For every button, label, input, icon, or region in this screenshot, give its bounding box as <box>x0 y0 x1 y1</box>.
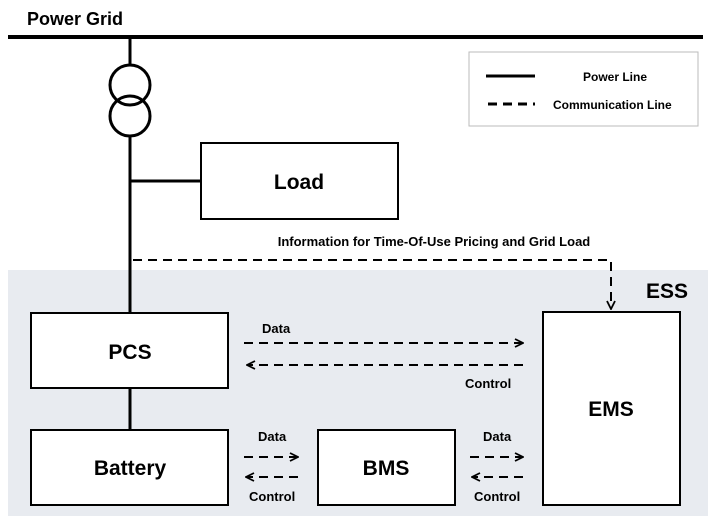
ems-box <box>542 311 681 506</box>
pcs-label: PCS <box>108 341 151 364</box>
bms-box <box>317 429 456 506</box>
pcs-box <box>30 312 229 389</box>
transformer-coil-top <box>108 63 152 107</box>
pcs-ems-control-label: Control <box>465 376 511 391</box>
bms-ems-data-label: Data <box>483 429 512 444</box>
legend-communication-line-label: Communication Line <box>553 98 672 112</box>
battery-box <box>30 429 229 506</box>
bms-ems-control-label: Control <box>474 489 520 504</box>
load-box <box>200 142 399 220</box>
legend: Power Line Communication Line <box>468 51 699 127</box>
info-communication-line <box>133 259 611 309</box>
battery-bms-control-label: Control <box>249 489 295 504</box>
transformer-coil-bottom <box>108 94 152 138</box>
info-label: Information for Time-Of-Use Pricing and … <box>278 234 591 249</box>
pcs-ems-data-label: Data <box>262 321 291 336</box>
load-label: Load <box>274 171 324 194</box>
legend-box <box>468 51 699 127</box>
ess-label: ESS <box>646 280 688 303</box>
battery-bms-data-label: Data <box>258 429 287 444</box>
legend-power-line-label: Power Line <box>583 70 647 84</box>
bms-label: BMS <box>363 457 410 480</box>
ems-label: EMS <box>588 398 634 421</box>
battery-label: Battery <box>94 457 167 480</box>
power-grid-title: Power Grid <box>27 9 123 29</box>
